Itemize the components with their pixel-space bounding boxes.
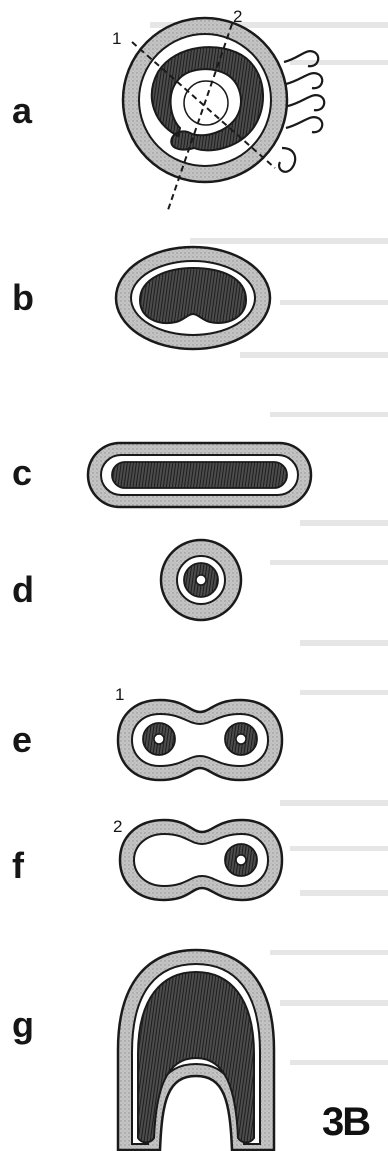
row-label-f: f [12,848,24,884]
row-label-d: d [12,572,34,608]
structure-c [88,443,311,507]
section-line-label-2: 2 [233,8,242,25]
tissue-band-c [112,462,287,488]
row-e-number: 1 [115,686,124,703]
row-label-g: g [12,1007,34,1043]
core-d [196,575,206,585]
core-right-e [236,734,246,744]
row-label-a: a [12,93,32,129]
inner-lumen-a [184,81,228,125]
folded-tissue-g [138,972,254,1143]
section-line-label-1: 1 [112,30,121,47]
structure-a [123,18,324,210]
row-f-number: 2 [113,818,122,835]
row-label-c: c [12,455,32,491]
core-f [236,855,246,865]
structure-b [116,247,270,349]
row-label-e: e [12,722,32,758]
structure-g [118,950,274,1150]
structure-e [118,700,282,780]
folded-tissue-b [140,268,246,323]
core-left-e [154,734,164,744]
row-label-b: b [12,280,34,316]
figure-code: 3B [322,1102,369,1142]
structure-f [120,820,282,900]
structure-d [161,540,241,620]
